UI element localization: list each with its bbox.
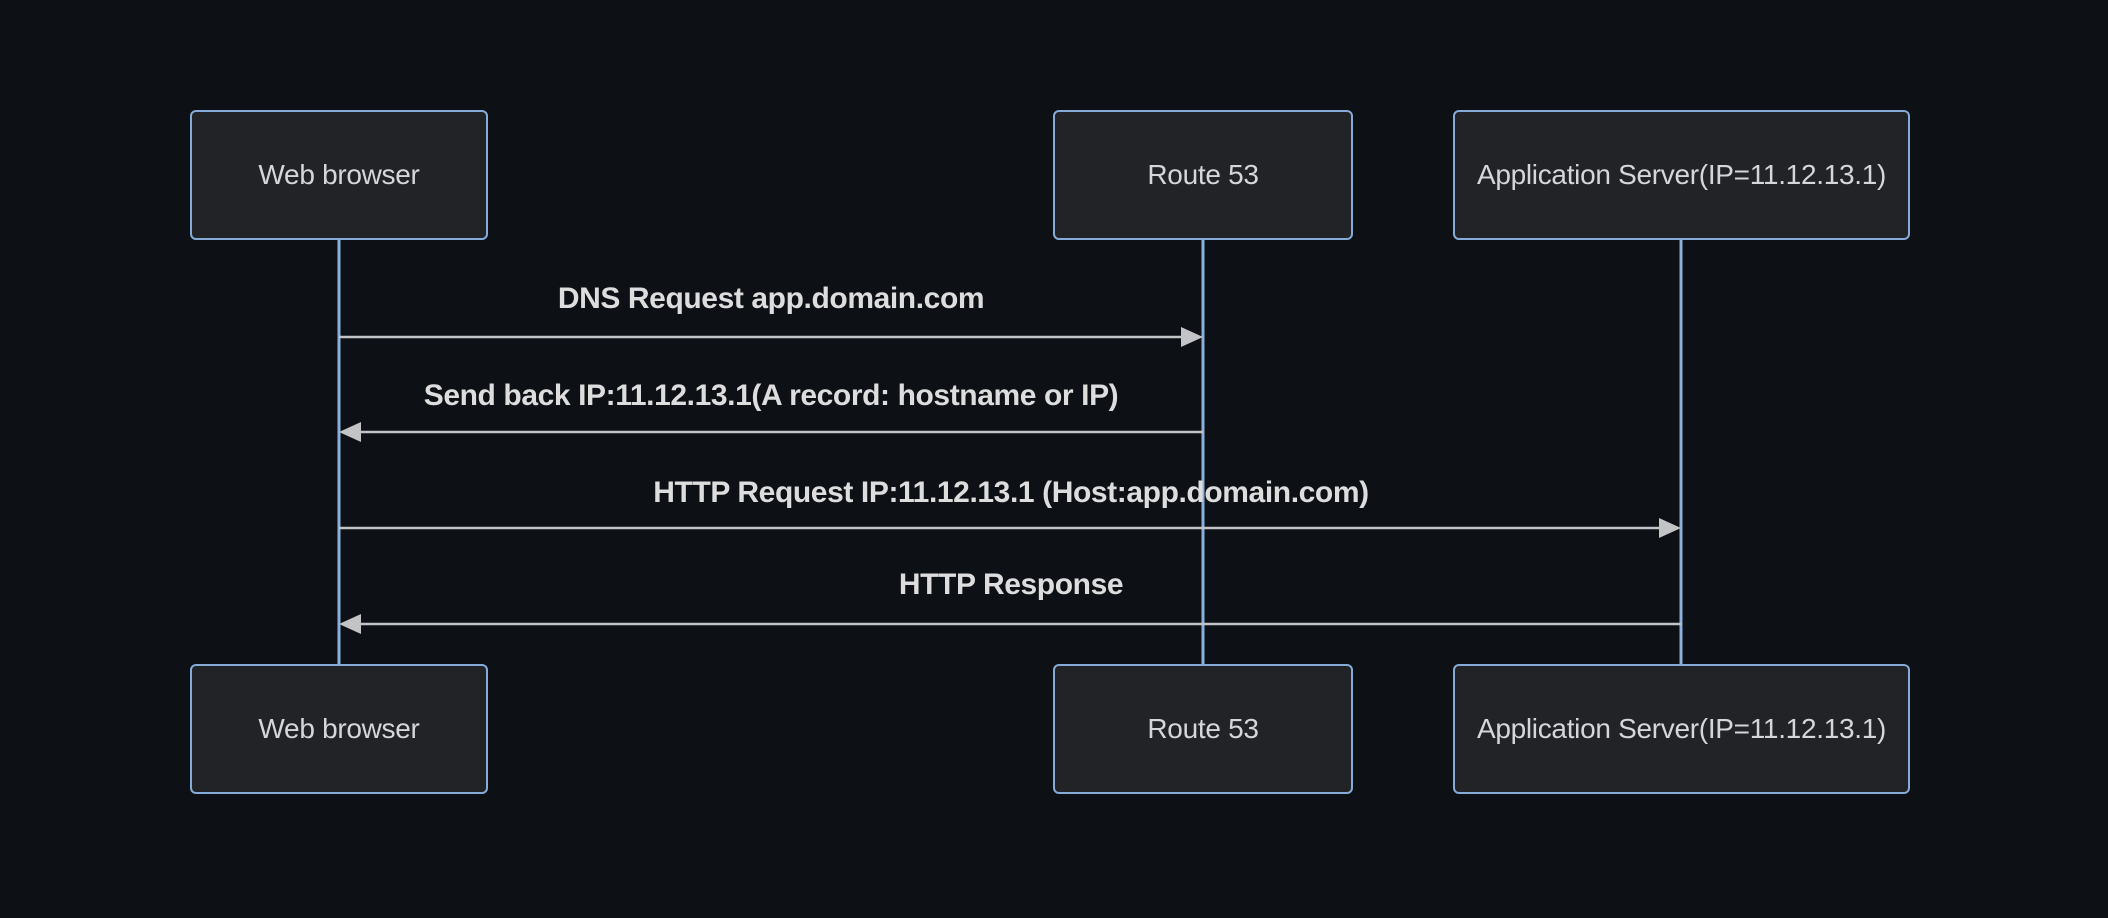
actor-label-app-server: Application Server(IP=11.12.13.1) xyxy=(1476,159,1887,190)
message-label-http-request: HTTP Request IP:11.12.13.1 (Host:app.dom… xyxy=(653,476,1369,509)
actor-label-route-53: Route 53 xyxy=(1147,159,1259,190)
actor-label-web-browser: Web browser xyxy=(258,713,420,744)
message-label-dns-request: DNS Request app.domain.com xyxy=(557,282,985,315)
actor-box-route-53-bottom: Route 53 xyxy=(1053,664,1353,794)
actor-box-web-browser-bottom: Web browser xyxy=(190,664,488,794)
message-label-http-response: HTTP Response xyxy=(898,568,1124,601)
actor-box-route-53-top: Route 53 xyxy=(1053,110,1353,240)
actor-label-app-server: Application Server(IP=11.12.13.1) xyxy=(1476,713,1887,744)
actor-label-route-53: Route 53 xyxy=(1147,713,1259,744)
actor-label-web-browser: Web browser xyxy=(258,159,420,190)
arrowhead-right-icon xyxy=(1659,518,1681,538)
arrowhead-right-icon xyxy=(1181,327,1203,347)
message-label-send-back-ip: Send back IP:11.12.13.1(A record: hostna… xyxy=(423,379,1119,412)
actor-box-app-server-top: Application Server(IP=11.12.13.1) xyxy=(1453,110,1910,240)
actor-box-web-browser-top: Web browser xyxy=(190,110,488,240)
arrowhead-left-icon xyxy=(339,614,361,634)
arrowhead-left-icon xyxy=(339,422,361,442)
actor-box-app-server-bottom: Application Server(IP=11.12.13.1) xyxy=(1453,664,1910,794)
